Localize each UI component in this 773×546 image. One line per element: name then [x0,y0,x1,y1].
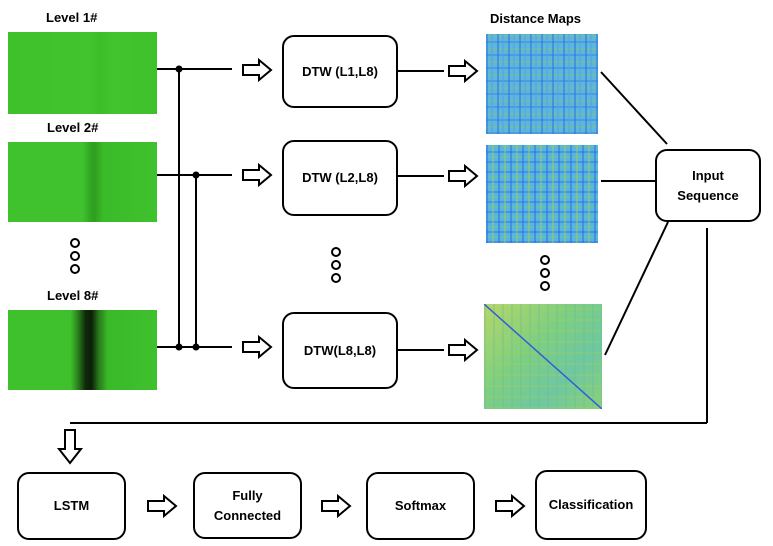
levels-ellipsis [70,238,82,277]
softmax-box: Softmax [366,472,475,540]
classification-box: Classification [535,470,647,540]
input-sequence-box: Input Sequence [655,149,761,222]
level-2-label: Level 2# [47,120,99,135]
maps-ellipsis [540,255,552,294]
level-8-label: Level 8# [47,288,99,303]
dtw-ellipsis [331,247,343,286]
lstm-box: LSTM [17,472,126,540]
level-2-image [8,142,157,222]
distance-map-2 [486,145,598,243]
dtw-l8-l8-box: DTW(L8,L8) [282,312,398,389]
level-1-label: Level 1# [46,10,98,25]
fully-connected-box: Fully Connected [193,472,302,539]
distance-maps-title: Distance Maps [490,11,582,26]
level-1-image [8,32,157,114]
dtw-l2-l8-box: DTW (L2,L8) [282,140,398,216]
distance-map-1 [486,34,598,134]
level-8-image [8,310,157,390]
dtw-l1-l8-box: DTW (L1,L8) [282,35,398,108]
distance-map-8 [484,304,602,409]
